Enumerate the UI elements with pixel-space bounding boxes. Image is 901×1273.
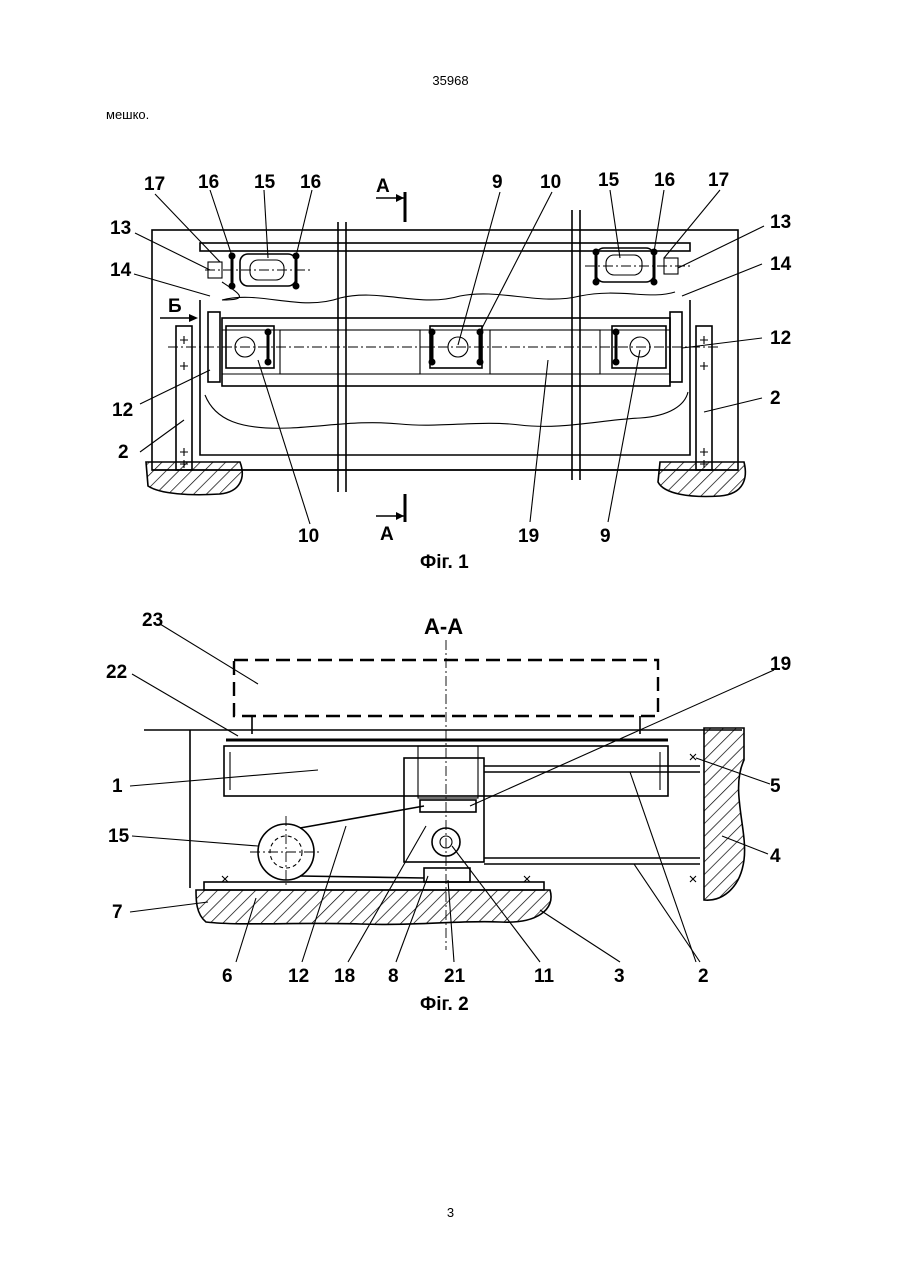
- fig2-label: 15: [108, 826, 130, 847]
- fig1-label: 17: [144, 174, 165, 195]
- fig2-label: 18: [334, 966, 355, 987]
- fig1-main-beam: [222, 318, 670, 386]
- fig2-label: 11: [534, 966, 555, 987]
- fig1-label: 13: [770, 212, 791, 233]
- fig2-label: 23: [142, 610, 163, 631]
- fig1-label: 16: [198, 172, 219, 193]
- fig1-section-mark-bottom: А: [380, 524, 394, 545]
- fig2-label: 6: [222, 966, 233, 987]
- fig1-caption: Фіг. 1: [420, 552, 469, 573]
- fig1-label: 16: [300, 172, 321, 193]
- fig1-top-bar: [200, 243, 690, 251]
- fig1-label: 12: [112, 400, 133, 421]
- fig1-label: 12: [770, 328, 791, 349]
- fig1-label: 2: [118, 442, 129, 463]
- fig2-label: 7: [112, 902, 123, 923]
- fig1-label: 2: [770, 388, 781, 409]
- fig2-label: 2: [698, 966, 709, 987]
- fig1-label: 14: [770, 254, 792, 275]
- fig1-pit-outline: [200, 300, 690, 455]
- fig1-label: 17: [708, 170, 729, 191]
- fig2-wall: [704, 728, 745, 900]
- fig1-ground-left: [146, 462, 242, 495]
- fig2-label: 1: [112, 776, 123, 797]
- fig2-label: 8: [388, 966, 399, 987]
- fig2-caption: Фіг. 2: [420, 994, 469, 1015]
- fig2-label: 12: [288, 966, 309, 987]
- fig1-motor-right: [596, 248, 654, 282]
- fig1-view-mark-b: Б: [168, 296, 182, 317]
- figure-2: А-А: [106, 610, 791, 1015]
- fig1-label: 10: [298, 526, 319, 547]
- fig1-section-mark-top: А: [376, 176, 390, 197]
- fig2-section-title: А-А: [424, 614, 463, 639]
- fig1-label: 15: [598, 170, 620, 191]
- fig2-label: 5: [770, 776, 781, 797]
- fig1-label: 13: [110, 218, 131, 239]
- fig1-ground-right: [658, 462, 745, 496]
- fig1-label: 9: [492, 172, 503, 193]
- fig2-central-housing: [404, 758, 484, 862]
- fig1-label: 16: [654, 170, 675, 191]
- fig1-label: 15: [254, 172, 276, 193]
- page-number: 3: [0, 1205, 901, 1220]
- fig2-label: 3: [614, 966, 625, 987]
- fig2-label: 22: [106, 662, 127, 683]
- fig1-label: 19: [518, 526, 539, 547]
- figure-1: А А Б: [110, 170, 792, 573]
- fig1-label: 9: [600, 526, 611, 547]
- fig2-label: 19: [770, 654, 791, 675]
- fig1-label: 10: [540, 172, 561, 193]
- fig2-base-plate: [204, 882, 544, 890]
- fig2-label: 4: [770, 846, 781, 867]
- fig1-label: 14: [110, 260, 132, 281]
- fig2-label: 21: [444, 966, 466, 987]
